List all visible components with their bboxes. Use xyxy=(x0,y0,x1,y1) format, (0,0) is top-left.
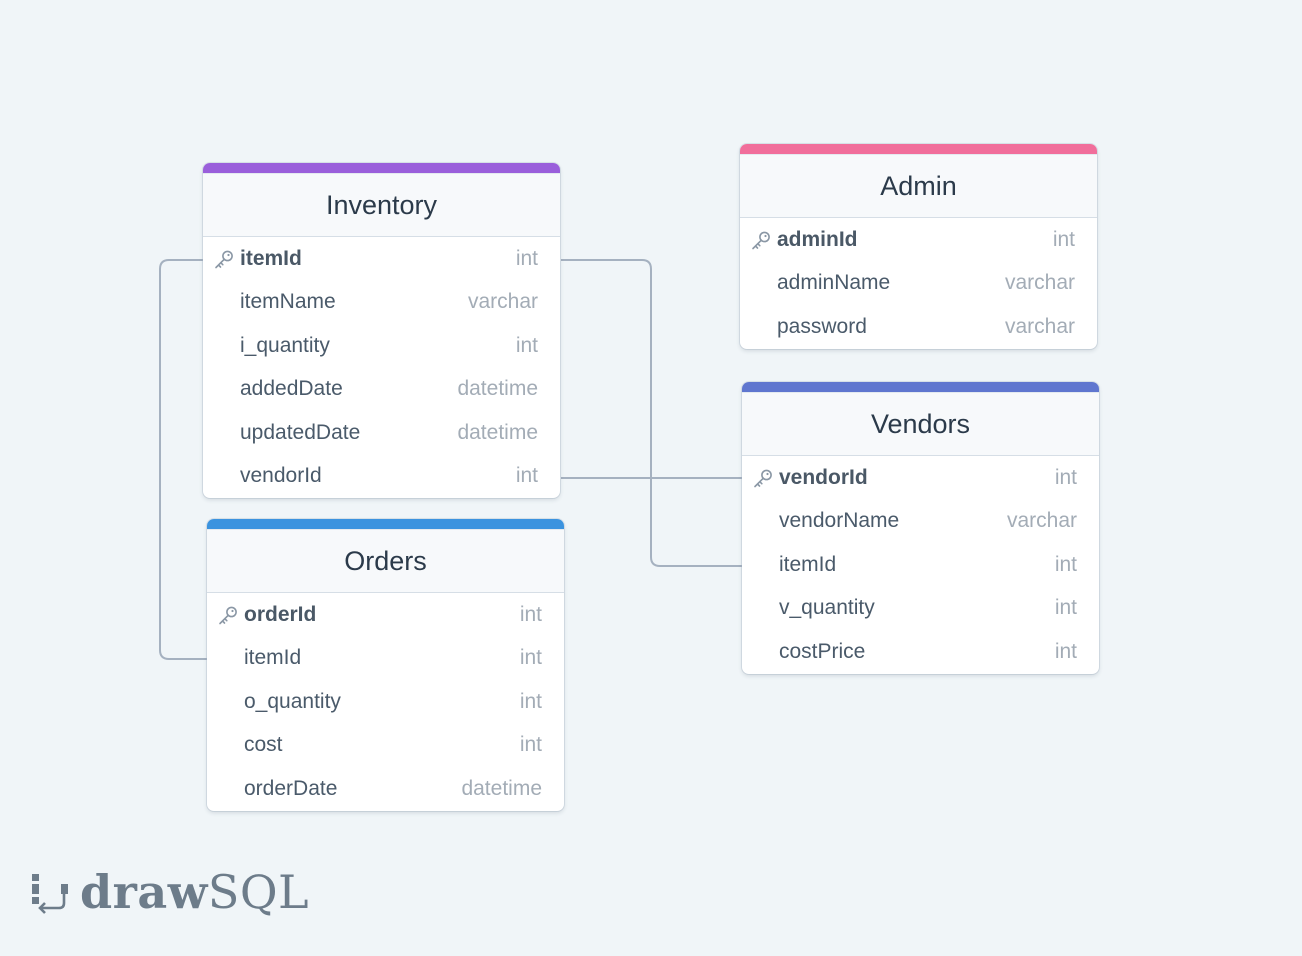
column-type: int xyxy=(515,333,538,357)
drawsql-logo: drawSQL xyxy=(30,865,310,919)
column-name: adminName xyxy=(777,271,891,295)
column-row[interactable]: adminName varchar xyxy=(740,262,1097,306)
primary-key-row[interactable]: vendorId int xyxy=(742,456,1099,500)
column-row[interactable]: itemId int xyxy=(742,543,1099,587)
column-type: int xyxy=(519,602,542,626)
table-color-bar xyxy=(742,382,1099,392)
table-color-bar xyxy=(740,144,1097,154)
column-type: datetime xyxy=(461,776,542,800)
column-row[interactable]: o_quantity int xyxy=(207,680,564,724)
column-row[interactable]: orderDate datetime xyxy=(207,767,564,811)
column-type: int xyxy=(515,464,538,488)
primary-key-row[interactable]: orderId int xyxy=(207,593,564,637)
column-name: cost xyxy=(244,733,283,757)
key-icon xyxy=(219,606,237,625)
column-row[interactable]: itemName varchar xyxy=(203,281,560,325)
column-list: adminId int adminName varchar password varcha… xyxy=(740,218,1097,349)
connector-inventory-orders-itemid xyxy=(159,259,207,660)
primary-key-row[interactable]: itemId int xyxy=(203,237,560,281)
column-name: addedDate xyxy=(240,377,343,401)
drawsql-logo-wordmark: drawSQL xyxy=(80,865,310,919)
column-type: int xyxy=(1052,227,1075,251)
column-type: int xyxy=(1054,465,1077,489)
key-icon xyxy=(752,231,770,250)
table-vendors[interactable]: Vendors vendorId int vendorName varchar item… xyxy=(742,382,1099,674)
column-row[interactable]: costPrice int xyxy=(742,630,1099,674)
table-inventory[interactable]: Inventory itemId int itemName varchar i_quan… xyxy=(203,163,560,498)
column-row[interactable]: itemId int xyxy=(207,637,564,681)
column-name: orderDate xyxy=(244,776,338,800)
column-type: int xyxy=(1054,596,1077,620)
table-title[interactable]: Admin xyxy=(740,154,1097,218)
column-name: costPrice xyxy=(779,639,866,663)
column-name: itemId xyxy=(240,246,302,270)
column-type: datetime xyxy=(457,420,538,444)
table-color-bar xyxy=(207,519,564,529)
column-name: adminId xyxy=(777,227,858,251)
table-title[interactable]: Orders xyxy=(207,529,564,593)
column-type: varchar xyxy=(1004,271,1075,295)
column-row[interactable]: cost int xyxy=(207,724,564,768)
column-name: password xyxy=(777,314,867,338)
column-type: varchar xyxy=(467,290,538,314)
table-title[interactable]: Vendors xyxy=(742,392,1099,456)
key-icon xyxy=(215,250,233,269)
column-type: varchar xyxy=(1004,314,1075,338)
table-title[interactable]: Inventory xyxy=(203,173,560,237)
column-name: v_quantity xyxy=(779,596,875,620)
column-type: int xyxy=(519,733,542,757)
column-name: o_quantity xyxy=(244,689,341,713)
table-color-bar xyxy=(203,163,560,173)
column-row[interactable]: addedDate datetime xyxy=(203,368,560,412)
key-icon xyxy=(754,469,772,488)
column-row[interactable]: i_quantity int xyxy=(203,324,560,368)
column-type: datetime xyxy=(457,377,538,401)
column-row[interactable]: password varchar xyxy=(740,305,1097,349)
column-type: int xyxy=(519,689,542,713)
column-type: int xyxy=(515,246,538,270)
connector-inventory-vendors-itemid xyxy=(561,259,742,567)
column-name: vendorId xyxy=(240,464,322,488)
column-name: itemName xyxy=(240,290,336,314)
column-row[interactable]: vendorName varchar xyxy=(742,500,1099,544)
column-row[interactable]: updatedDate datetime xyxy=(203,411,560,455)
column-type: varchar xyxy=(1006,509,1077,533)
column-type: int xyxy=(1054,639,1077,663)
column-row[interactable]: vendorId int xyxy=(203,455,560,499)
column-type: int xyxy=(519,646,542,670)
drawsql-logo-icon xyxy=(32,874,68,914)
column-name: updatedDate xyxy=(240,420,361,444)
column-name: vendorId xyxy=(779,465,868,489)
column-name: itemId xyxy=(779,552,837,576)
column-type: int xyxy=(1054,552,1077,576)
column-name: orderId xyxy=(244,602,317,626)
column-row[interactable]: v_quantity int xyxy=(742,587,1099,631)
column-name: vendorName xyxy=(779,509,900,533)
primary-key-row[interactable]: adminId int xyxy=(740,218,1097,262)
column-name: i_quantity xyxy=(240,333,330,357)
column-name: itemId xyxy=(244,646,302,670)
